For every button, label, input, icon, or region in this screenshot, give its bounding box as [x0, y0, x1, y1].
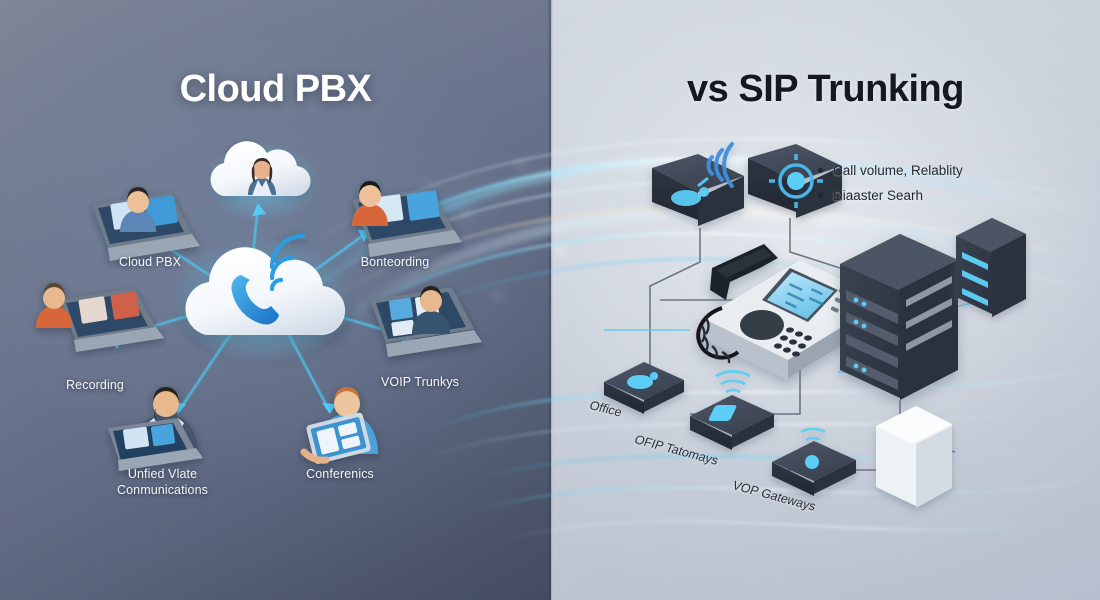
node-label-cloud-pbx: Cloud PBX	[118, 255, 182, 269]
node-label-voip-trunkys: VOIP Trunkys	[380, 375, 460, 389]
node-label-bonteording: Bonteording	[360, 255, 430, 269]
node-label-recording: Recording	[66, 378, 124, 392]
node-label-unified-comms: Unfied Vlate Conmunications	[116, 467, 209, 497]
feature-bullet-list: Call volume, Relablity Diaaster Searh	[818, 158, 963, 208]
right-panel-title: vs SIP Trunking	[687, 68, 964, 110]
left-panel-title: Cloud PBX	[179, 68, 372, 110]
bullet-item: Call volume, Relablity	[818, 158, 963, 183]
node-label-conferenics: Conferenics	[306, 467, 374, 481]
bullet-item: Diaaster Searh	[818, 183, 963, 208]
